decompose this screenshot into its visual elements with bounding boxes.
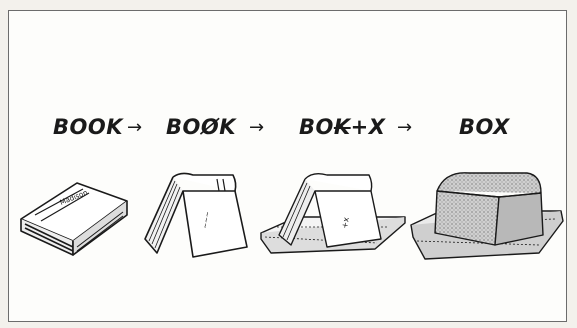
word-bokx-prefix: BO: [299, 115, 334, 139]
closed-book-icon: Madison: [20, 182, 128, 256]
box-icon: [410, 172, 564, 260]
arrow-1: →: [127, 117, 143, 138]
arrow-3: →: [397, 117, 413, 138]
word-book: BOOK: [53, 115, 123, 139]
word-bokx: BOK+X: [299, 115, 385, 139]
word-bokx-struck-letter: K: [333, 115, 351, 139]
figure-frame: BOOK → BOØK → BOK+X → BOX Madison ~~~: [8, 10, 567, 322]
svg-text:~~~: ~~~: [201, 210, 212, 229]
word-box: BOX: [459, 115, 510, 139]
svg-text:+x: +x: [340, 216, 351, 229]
standing-book-icon: ~~~: [144, 172, 248, 258]
book-on-bricks-icon: +x: [260, 172, 406, 254]
arrow-2: →: [249, 117, 265, 138]
word-bokx-suffix: +X: [350, 115, 386, 139]
word-boook-struck: BOØK: [166, 115, 236, 139]
